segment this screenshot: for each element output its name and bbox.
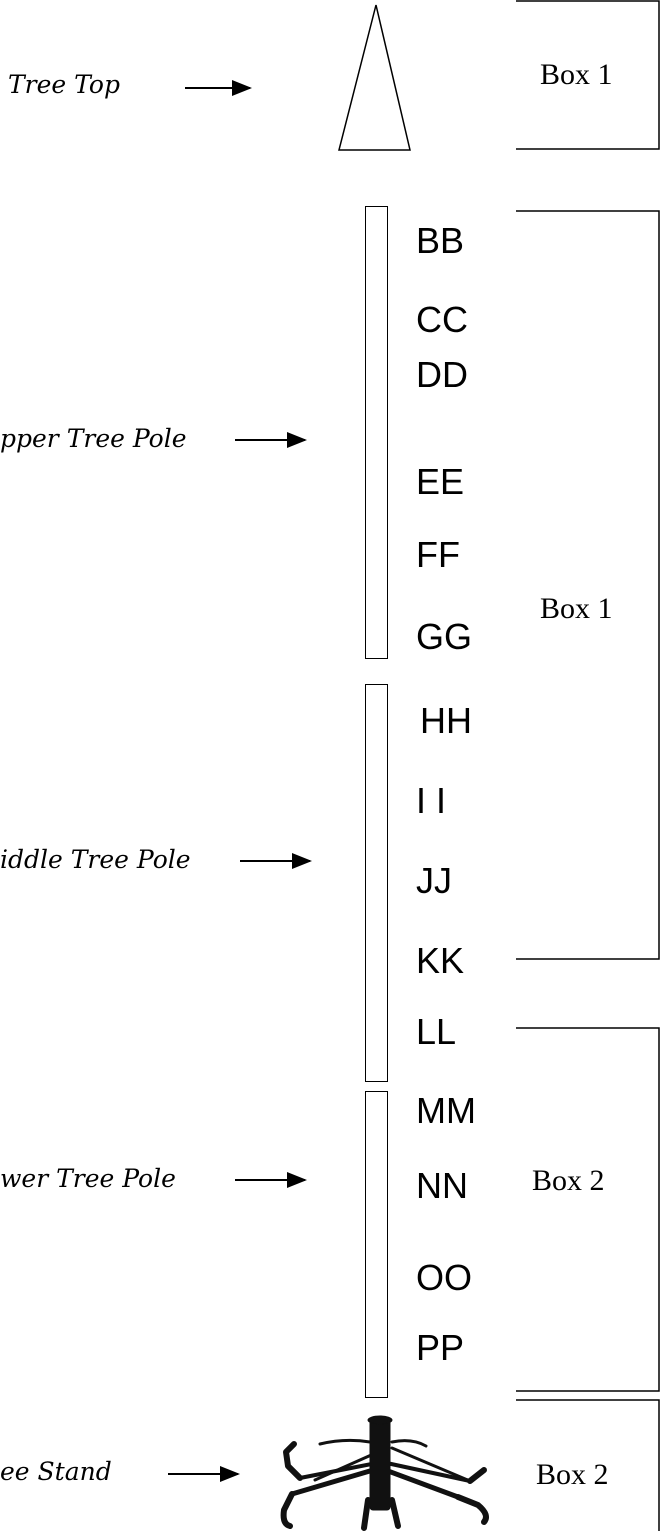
box-bracket-lower (516, 1027, 660, 1392)
callout-tree-top: Tree Top (8, 70, 120, 99)
segment-label-nn: NN (416, 1165, 468, 1206)
segment-label-jj: JJ (416, 860, 452, 901)
tree-stand-icon (280, 1415, 489, 1531)
lower-tree-pole (365, 1091, 388, 1398)
segment-label-ll: LL (416, 1011, 457, 1052)
segment-label-mm: MM (416, 1090, 476, 1131)
segment-label-ee: EE (416, 461, 465, 502)
callout-tree-stand: ee Stand (0, 1457, 112, 1486)
upper-tree-pole (365, 206, 388, 659)
box-bracket-upper-middle (516, 210, 660, 960)
callout-upper-tree-pole: pper Tree Pole (0, 424, 187, 453)
box-bracket-stand (516, 1399, 660, 1531)
box-bracket-top (516, 0, 660, 150)
segment-label-cc: CC (416, 299, 468, 340)
box-label-stand: Box 2 (536, 1458, 609, 1491)
box-label-top: Box 1 (540, 58, 613, 91)
segment-label-bb: BB (416, 220, 465, 261)
middle-tree-pole (365, 684, 388, 1082)
tree-top-shape (338, 4, 411, 151)
box-label-lower: Box 2 (532, 1164, 605, 1197)
segment-label-oo: OO (416, 1257, 473, 1298)
box-label-upper-middle: Box 1 (540, 592, 613, 625)
segment-label-hh: HH (420, 700, 472, 741)
segment-label-kk: KK (416, 940, 465, 981)
callout-lower-tree-pole: wer Tree Pole (0, 1164, 176, 1193)
segment-label-gg: GG (416, 616, 473, 657)
segment-label-ii: I I (416, 780, 447, 821)
callout-middle-tree-pole: iddle Tree Pole (0, 845, 191, 874)
segment-label-pp: PP (416, 1327, 465, 1368)
segment-label-ff: FF (416, 534, 460, 575)
segment-label-dd: DD (416, 354, 468, 395)
